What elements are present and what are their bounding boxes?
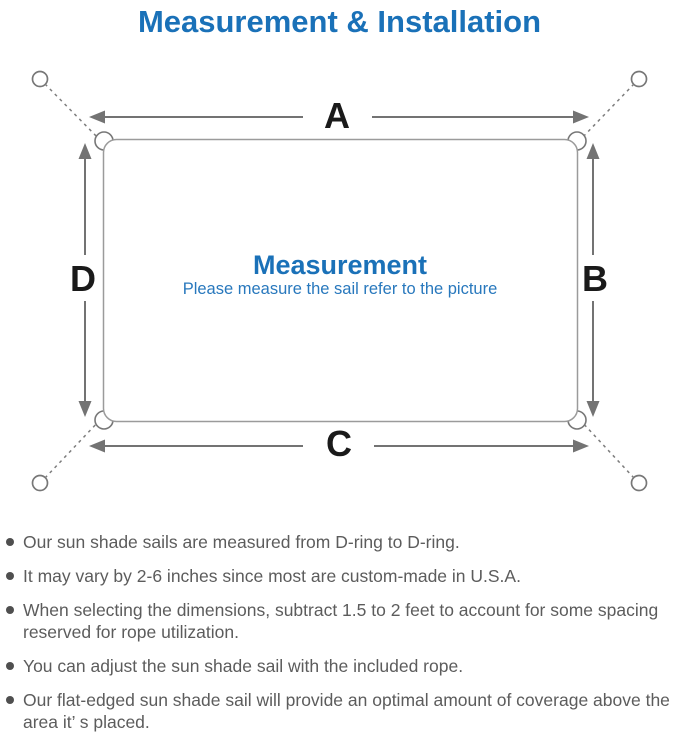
dimension-arrow-bottom: [89, 439, 589, 453]
diagram-center-title: Measurement: [253, 250, 427, 280]
dimension-label-a: A: [324, 95, 350, 136]
dimension-label-b: B: [582, 258, 608, 299]
list-item: Our flat-edged sun shade sail will provi…: [6, 689, 673, 733]
note-text: Our flat-edged sun shade sail will provi…: [23, 690, 670, 732]
notes-list: Our sun shade sails are measured from D-…: [0, 505, 679, 733]
page-title: Measurement & Installation: [137, 4, 542, 39]
note-text: Our sun shade sails are measured from D-…: [23, 532, 460, 552]
bullet-dot-icon: [6, 606, 14, 614]
list-item: When selecting the dimensions, subtract …: [6, 599, 673, 643]
dimension-label-d: D: [70, 258, 96, 299]
anchor-point-bottom-right: [630, 474, 648, 492]
anchor-point-bottom-left: [31, 474, 49, 492]
rope-top-right: [578, 83, 635, 142]
bullet-dot-icon: [6, 572, 14, 580]
list-item: You can adjust the sun shade sail with t…: [6, 655, 673, 677]
rope-bottom-right: [579, 419, 635, 479]
note-text: It may vary by 2-6 inches since most are…: [23, 566, 521, 586]
anchor-point-top-right: [630, 70, 648, 88]
note-text: You can adjust the sun shade sail with t…: [23, 656, 464, 676]
bullet-dot-icon: [6, 696, 14, 704]
diagram-center-subtitle: Please measure the sail refer to the pic…: [183, 280, 498, 298]
dimension-label-c: C: [326, 423, 352, 464]
dimension-arrow-top: [89, 110, 589, 124]
bullet-dot-icon: [6, 662, 14, 670]
list-item: Our sun shade sails are measured from D-…: [6, 531, 673, 553]
dimension-arrow-right: [586, 143, 600, 417]
note-text: When selecting the dimensions, subtract …: [23, 600, 659, 642]
anchor-point-top-left: [31, 70, 49, 88]
sail-measurement-diagram: A C D B Measurement Please measure the s…: [31, 70, 648, 492]
dimension-arrow-left: [78, 143, 92, 417]
rope-top-left: [44, 83, 102, 142]
rope-bottom-left: [44, 419, 101, 479]
list-item: It may vary by 2-6 inches since most are…: [6, 565, 673, 587]
sail-outline: [102, 138, 579, 423]
bullet-dot-icon: [6, 538, 14, 546]
